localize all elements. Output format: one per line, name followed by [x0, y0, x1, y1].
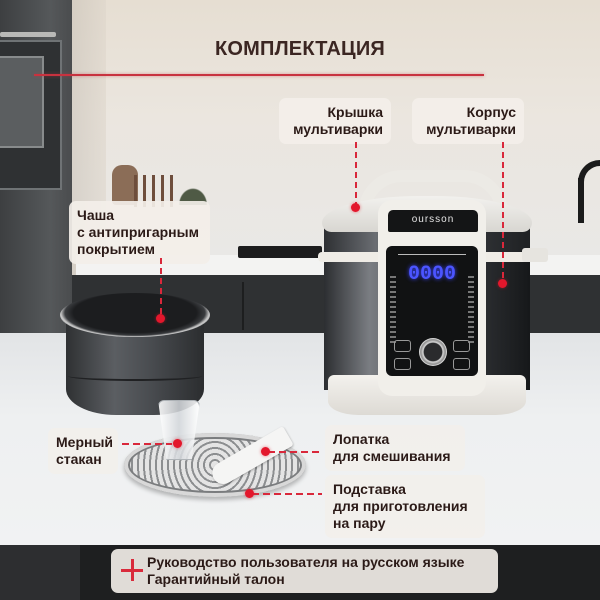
label-steamer-line3: на пару	[333, 515, 386, 531]
panel-button	[453, 358, 470, 370]
label-lid-line2: мультиварки	[293, 121, 383, 137]
extras-warranty: Гарантийный талон	[147, 571, 285, 587]
bowl-rim	[60, 293, 210, 337]
label-bowl-line2: с антипригарным	[77, 224, 199, 240]
plus-icon	[121, 559, 143, 581]
program-list-left	[390, 276, 396, 346]
brand-logo: oursson	[411, 214, 455, 225]
lid-marker-dot	[351, 203, 360, 212]
label-cup-line2: стакан	[56, 451, 102, 467]
plant-decor	[176, 185, 210, 205]
oven-handle	[0, 32, 56, 37]
label-bowl: Чаша с антипригарным покрытием	[69, 201, 210, 264]
label-spatula-line1: Лопатка	[333, 431, 390, 447]
body-connector	[502, 142, 504, 282]
led-display: 0000	[407, 263, 456, 286]
label-cup-line1: Мерный	[56, 434, 114, 450]
pressure-indicator-line	[398, 254, 466, 255]
label-lid: Крышка мультиварки	[279, 98, 391, 144]
label-body: Корпус мультиварки	[412, 98, 524, 144]
vase-decor	[112, 165, 138, 205]
label-cup: Мерный стакан	[48, 428, 118, 474]
label-body-line2: мультиварки	[426, 121, 516, 137]
title-underline	[34, 74, 484, 76]
inner-bowl	[60, 293, 210, 418]
label-steamer-line2: для приготовления	[333, 498, 468, 514]
lid-connector	[355, 142, 357, 206]
control-knob	[419, 338, 447, 366]
label-lid-line1: Крышка	[327, 104, 383, 120]
cup-marker-dot	[173, 439, 182, 448]
multicooker: oursson 0000	[318, 170, 548, 420]
floor-column	[0, 545, 80, 600]
bowl-marker-dot	[156, 314, 165, 323]
cooker-side-handle	[522, 248, 548, 262]
spatula-marker-dot	[261, 447, 270, 456]
cabinet-gap	[242, 282, 244, 330]
panel-button	[394, 340, 411, 352]
panel-button	[453, 340, 470, 352]
logo-bar: oursson	[388, 210, 478, 232]
label-steamer-line1: Подставка	[333, 481, 406, 497]
label-bowl-line1: Чаша	[77, 207, 115, 223]
extras-manual: Руководство пользователя на русском язык…	[147, 554, 465, 570]
label-body-line1: Корпус	[466, 104, 516, 120]
program-list-right	[468, 276, 474, 346]
oven-window	[0, 56, 44, 148]
extras-box: Руководство пользователя на русском язык…	[111, 549, 498, 593]
label-spatula: Лопатка для смешивания	[325, 425, 465, 471]
body-marker-dot	[498, 279, 507, 288]
bowl-band	[68, 371, 202, 381]
cooktop	[238, 246, 322, 258]
page-title: КОМПЛЕКТАЦИЯ	[214, 38, 386, 60]
steamer-connector	[252, 493, 322, 495]
steamer-marker-dot	[245, 489, 254, 498]
control-panel: 0000	[386, 246, 478, 376]
label-steamer: Подставка для приготовления на пару	[325, 475, 485, 538]
faucet-stem	[578, 178, 584, 223]
extras-list: Руководство пользователя на русском язык…	[147, 554, 464, 588]
label-spatula-line2: для смешивания	[333, 448, 451, 464]
panel-button	[394, 358, 411, 370]
bowl-connector	[160, 258, 162, 314]
label-bowl-line3: покрытием	[77, 241, 155, 257]
cup-connector	[122, 443, 172, 445]
spatula-connector	[268, 451, 323, 453]
